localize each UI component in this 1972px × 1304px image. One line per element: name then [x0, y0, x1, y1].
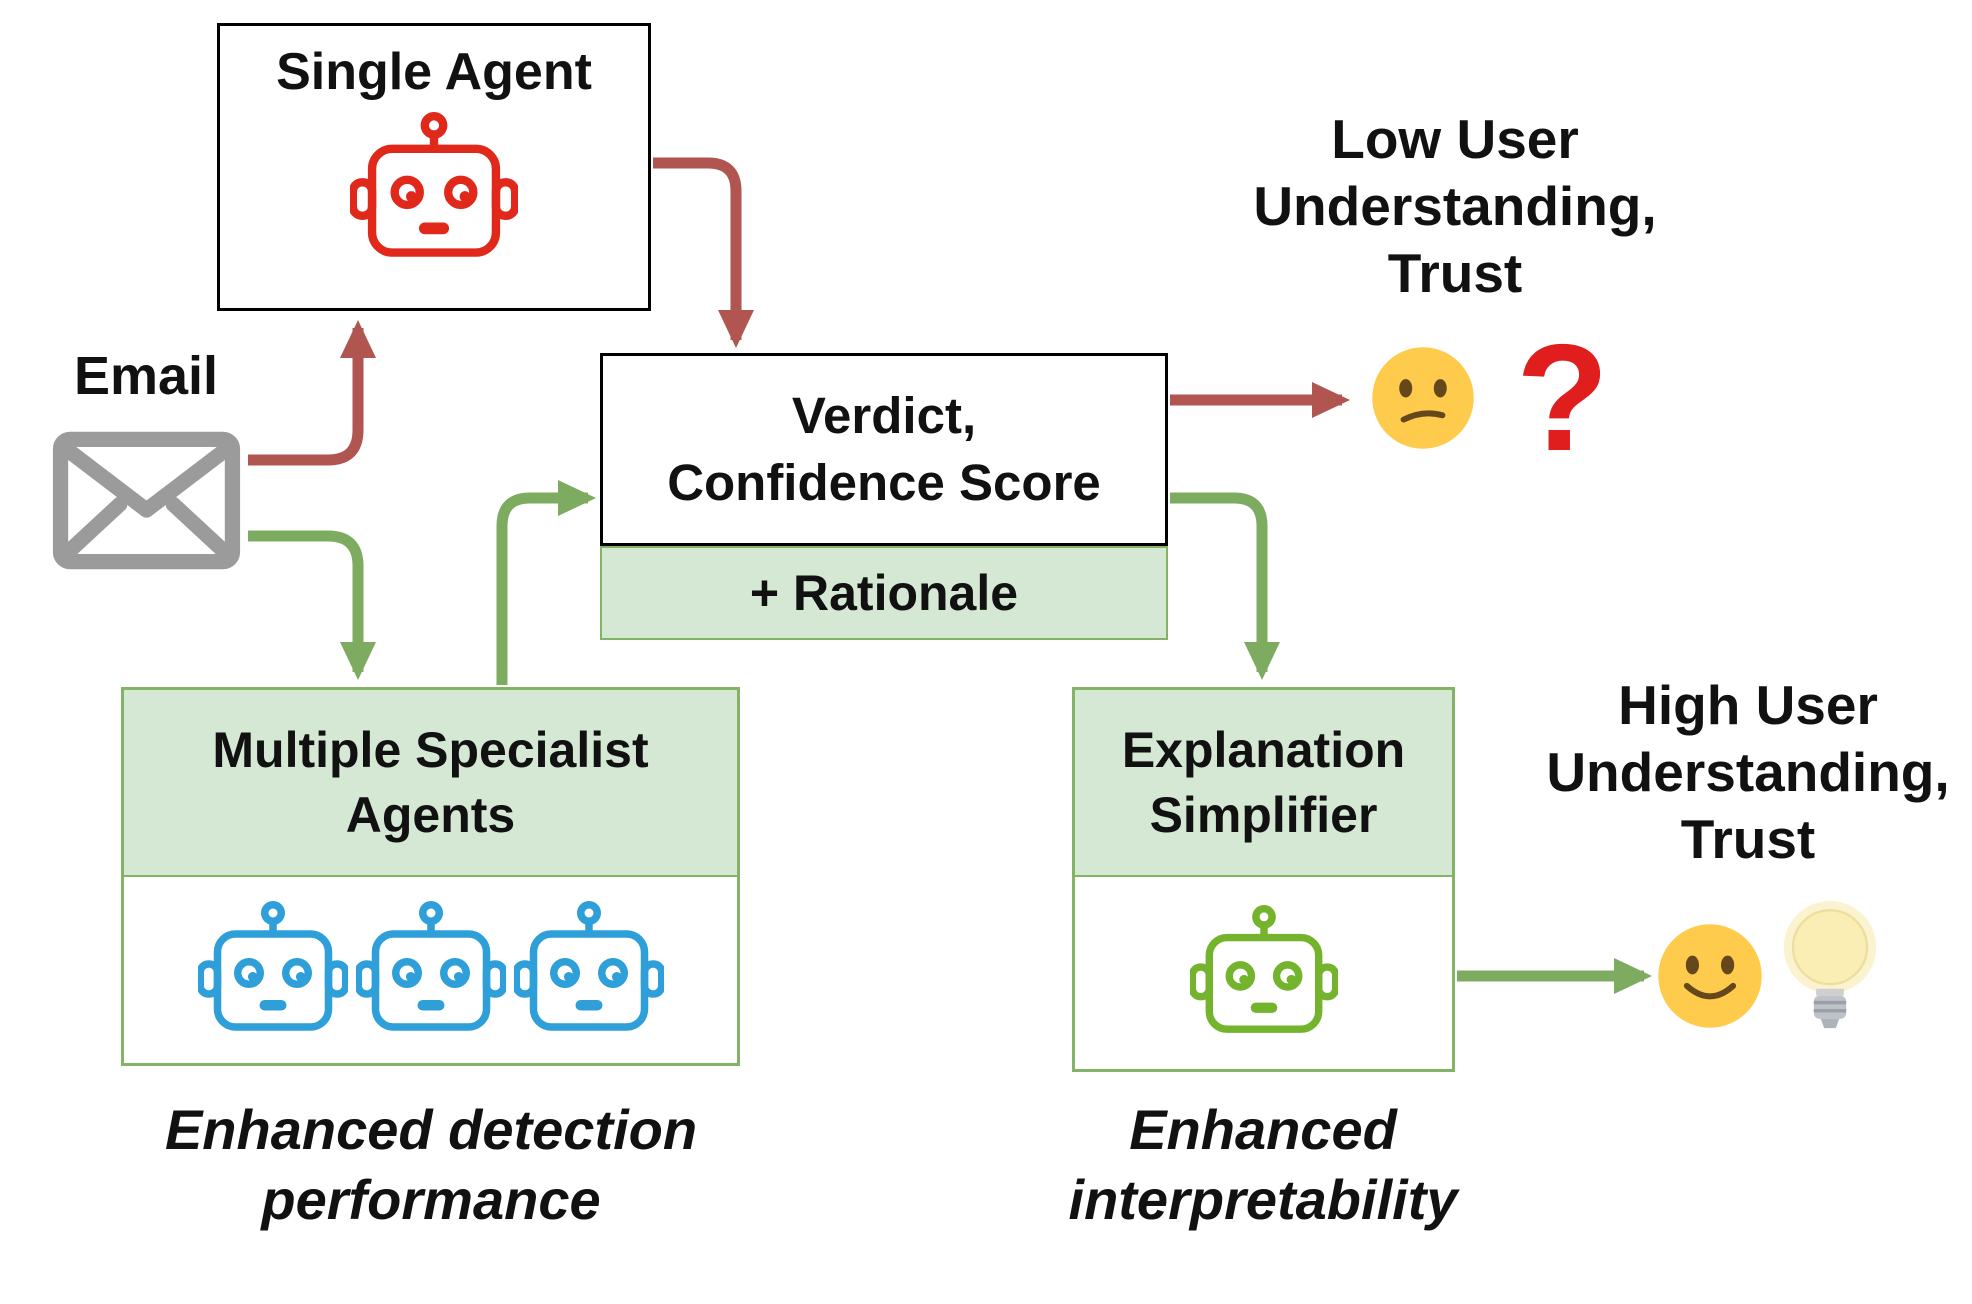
specialist-agents-node: Multiple Specialist Agents	[121, 687, 740, 1066]
confused-face-emoji	[1369, 344, 1477, 452]
single-agent-node: Single Agent	[217, 23, 651, 311]
detection-caption: Enhanced detection performance	[164, 1098, 698, 1231]
smiling-face-emoji	[1655, 921, 1765, 1031]
arrow-specialists-to-verdict	[496, 480, 596, 685]
arrow-email-to-single-agent	[248, 320, 376, 466]
arrow-email-to-specialists	[248, 530, 376, 680]
robot-icon	[514, 901, 664, 1039]
specialist-agents-title: Multiple Specialist Agents	[124, 690, 737, 877]
email-label: Email	[73, 346, 219, 406]
robot-icon	[198, 901, 348, 1039]
verdict-title: Verdict, Confidence Score	[667, 387, 1101, 511]
light-bulb-emoji	[1778, 898, 1882, 1038]
robot-icon	[350, 112, 518, 266]
low-user-outcome-label: Low User Understanding, Trust	[1253, 108, 1657, 305]
arrow-verdict-to-simplifier	[1170, 492, 1280, 680]
envelope-icon	[51, 427, 242, 574]
interpretability-caption: Enhanced interpretability	[1068, 1098, 1458, 1231]
rationale-label: + Rationale	[749, 565, 1019, 621]
robot-icon	[356, 901, 506, 1039]
explanation-simplifier-body	[1075, 877, 1452, 1069]
robot-icon	[1190, 905, 1338, 1041]
explanation-simplifier-node: Explanation Simplifier	[1072, 687, 1455, 1072]
explanation-simplifier-title: Explanation Simplifier	[1075, 690, 1452, 877]
high-user-outcome-label: High User Understanding, Trust	[1546, 674, 1950, 871]
arrow-single-agent-to-verdict	[653, 157, 754, 348]
red-question-mark: ?	[1516, 313, 1609, 483]
rationale-node: + Rationale	[600, 546, 1168, 640]
specialist-agents-body	[124, 877, 737, 1063]
single-agent-title: Single Agent	[276, 43, 592, 101]
verdict-node: Verdict, Confidence Score	[600, 353, 1168, 546]
